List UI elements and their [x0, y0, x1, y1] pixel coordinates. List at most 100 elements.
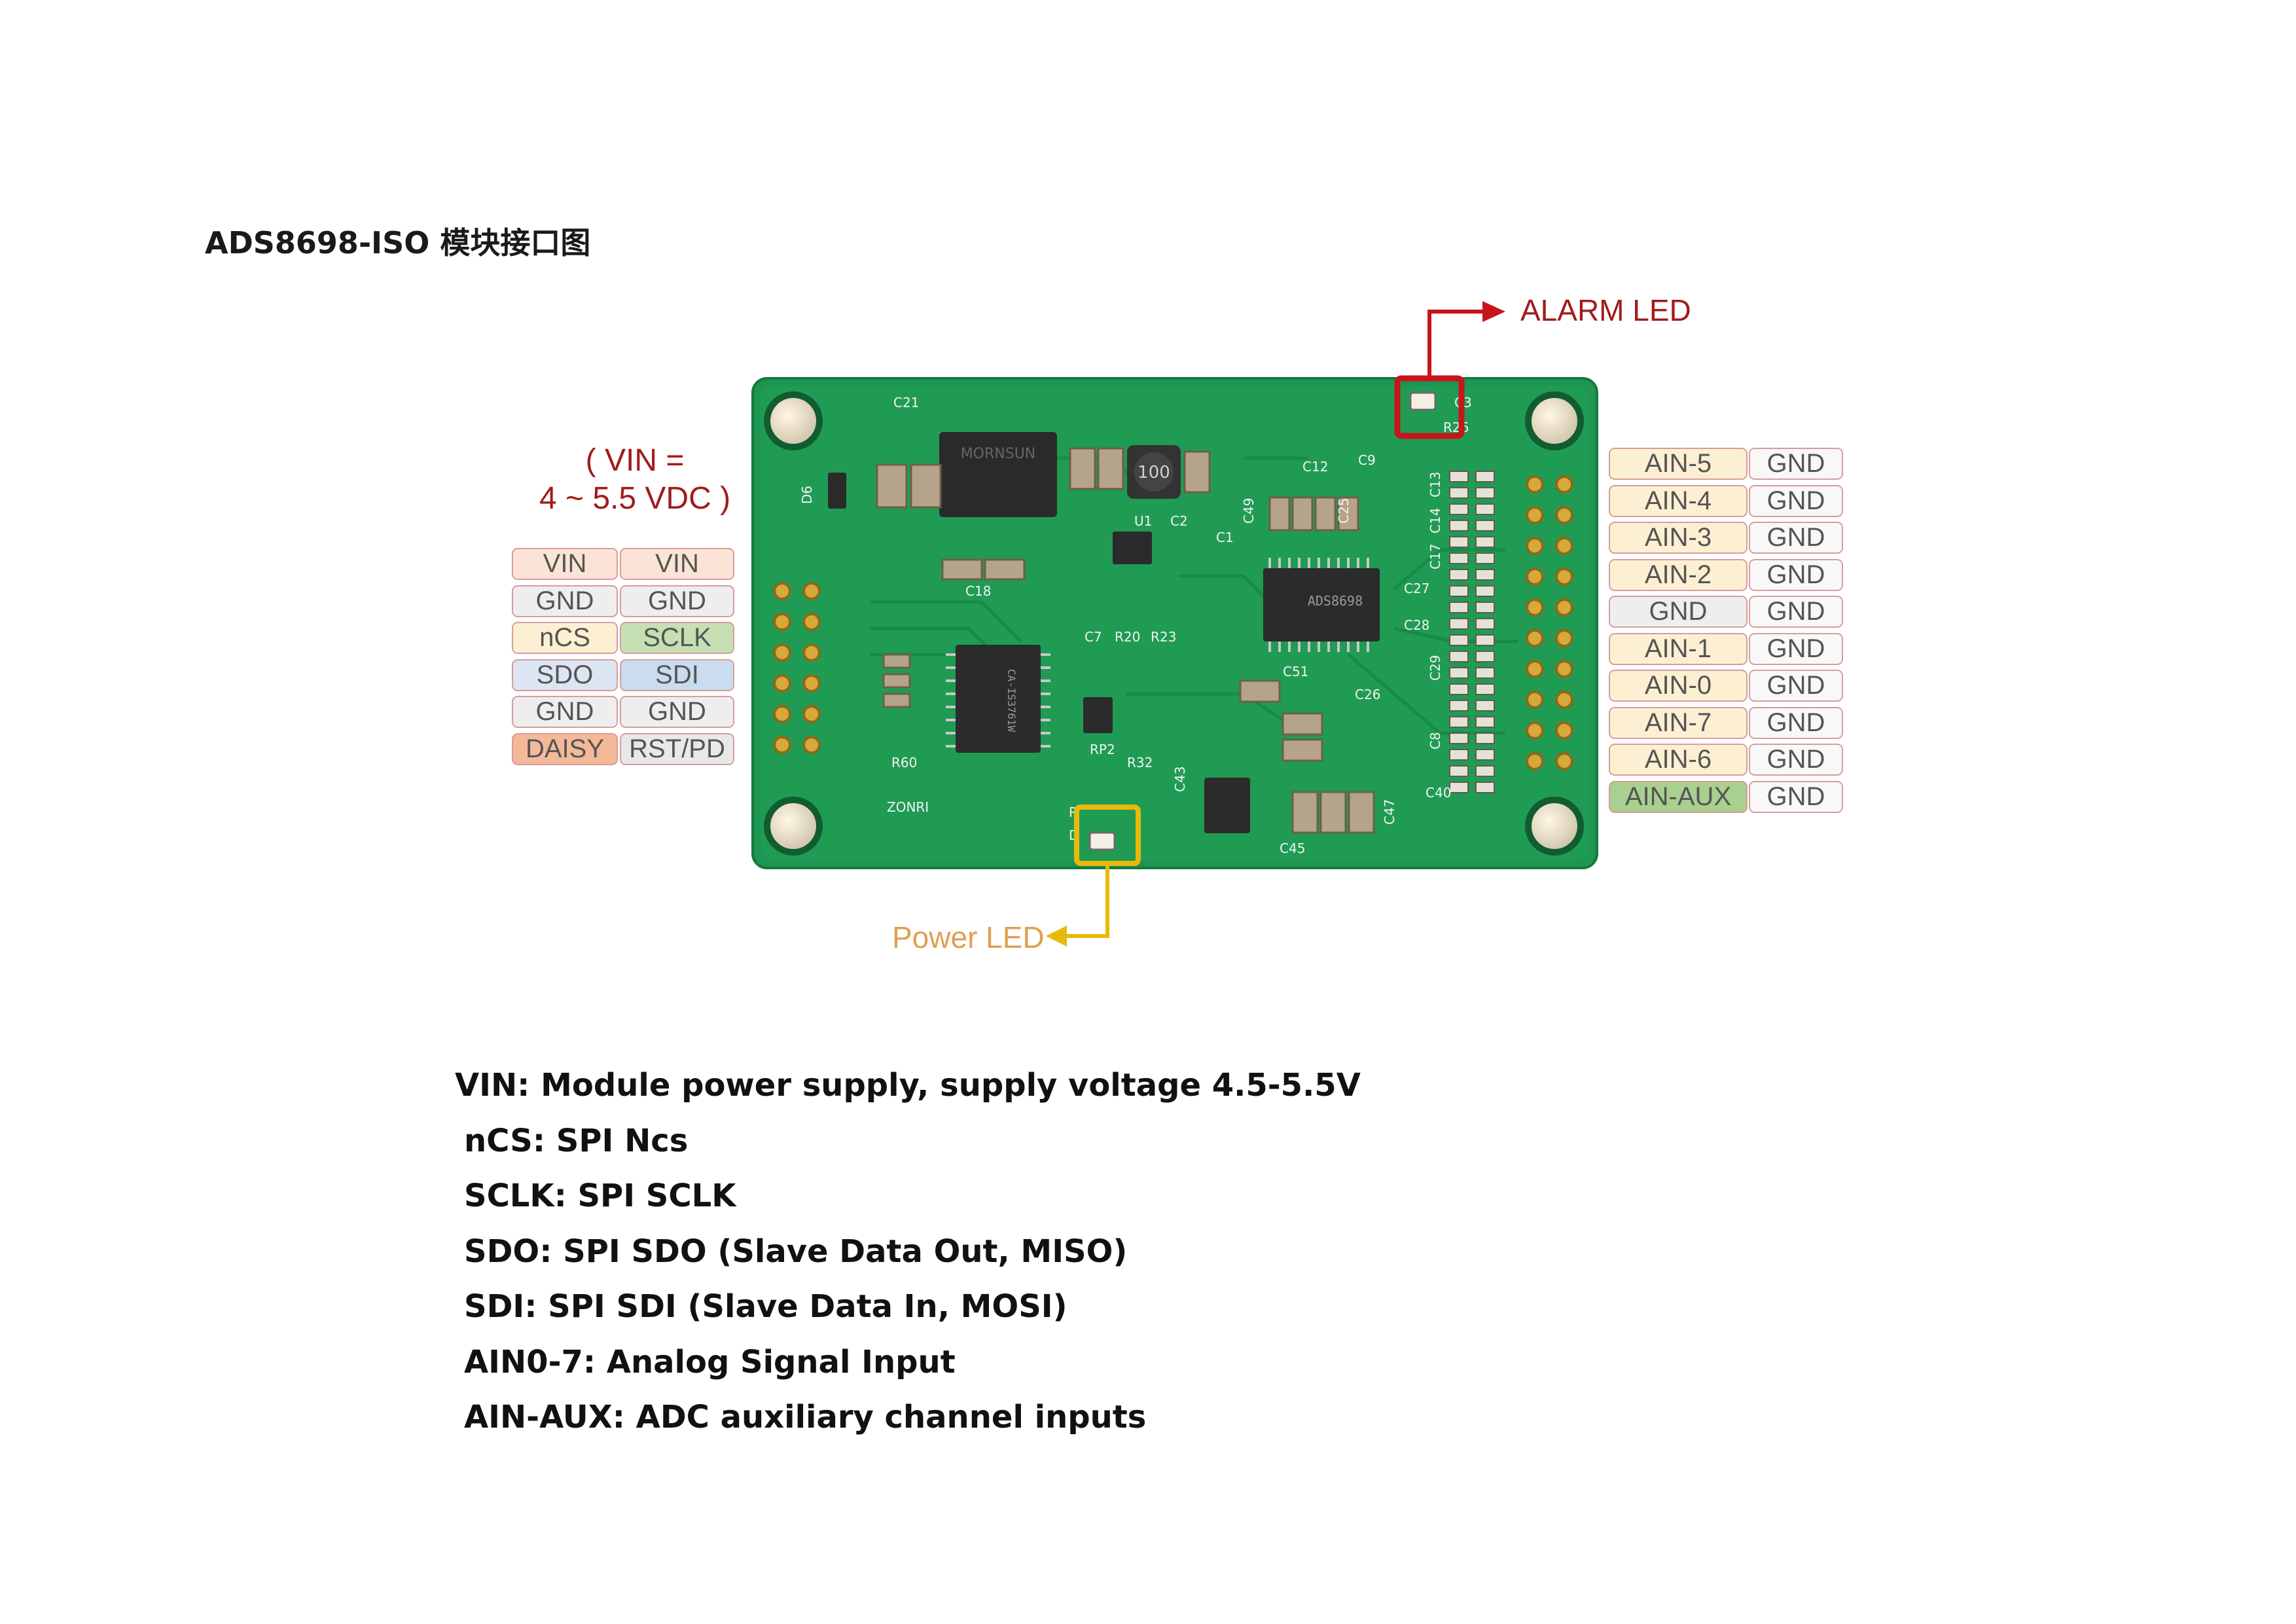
pin-label: GND	[620, 696, 734, 728]
capacitors	[876, 447, 1375, 834]
passive-column	[1449, 471, 1495, 793]
pin-label: SDO	[512, 659, 618, 691]
pin-label: AIN-5	[1609, 448, 1748, 480]
power-arrowhead	[1046, 926, 1067, 947]
alarm-arrowhead	[1482, 301, 1505, 322]
description-line: AIN0-7: Analog Signal Input	[464, 1343, 956, 1380]
svg-text:U1: U1	[1134, 513, 1152, 529]
alarm-led-pointer	[1427, 310, 1486, 378]
svg-text:C12: C12	[1302, 459, 1328, 475]
pin-label: SDI	[620, 659, 734, 691]
isolator-chip	[956, 645, 1041, 753]
svg-text:ZONRI: ZONRI	[887, 799, 929, 815]
description-line: SCLK: SPI SCLK	[464, 1178, 736, 1214]
pin-label: AIN-6	[1609, 744, 1748, 776]
svg-text:C13: C13	[1427, 472, 1443, 497]
pin-label: GND	[512, 585, 618, 617]
pin-label: GND	[512, 696, 618, 728]
svg-text:100: 100	[1138, 463, 1170, 482]
pin-label: AIN-AUX	[1609, 780, 1748, 813]
svg-text:C1: C1	[1216, 530, 1234, 545]
right-header-holes	[1526, 475, 1573, 770]
pin-label: GND	[1749, 596, 1843, 628]
svg-text:C25: C25	[1336, 498, 1352, 524]
pin-label: GND	[1749, 706, 1843, 739]
pin-label: GND	[1749, 522, 1843, 554]
pin-label: GND	[620, 585, 734, 617]
svg-text:R23: R23	[1151, 629, 1176, 645]
svg-text:C21: C21	[893, 395, 919, 410]
svg-text:C9: C9	[1358, 452, 1376, 468]
power-led-pointer	[1060, 863, 1109, 938]
left-header-holes	[773, 582, 821, 754]
svg-text:C29: C29	[1427, 655, 1443, 681]
vin-voltage-note: ( VIN = 4 ~ 5.5 VDC )	[517, 442, 753, 518]
description-line: SDO: SPI SDO (Slave Data Out, MISO)	[464, 1233, 1128, 1270]
standoff-bottom-left	[764, 797, 823, 856]
svg-text:RP2: RP2	[1090, 742, 1115, 757]
pin-label: nCS	[512, 622, 618, 654]
pin-label: GND	[1749, 670, 1843, 702]
standoff-top-left	[764, 391, 823, 450]
svg-text:C18: C18	[965, 583, 991, 599]
description-line: SDI: SPI SDI (Slave Data In, MOSI)	[464, 1288, 1067, 1325]
svg-text:C7: C7	[1085, 629, 1102, 645]
power-led-label: Power LED	[892, 920, 1045, 954]
standoff-top-right	[1525, 391, 1584, 450]
svg-text:C45: C45	[1280, 840, 1305, 856]
svg-text:C17: C17	[1427, 544, 1443, 569]
svg-text:C40: C40	[1426, 785, 1451, 801]
svg-text:C43: C43	[1172, 767, 1188, 792]
pin-label: SCLK	[620, 622, 734, 654]
description-line: VIN: Module power supply, supply voltage…	[455, 1067, 1361, 1104]
pin-label: DAISY	[512, 732, 618, 765]
pin-label: RST/PD	[620, 732, 734, 765]
description-line: nCS: SPI Ncs	[464, 1122, 689, 1159]
small-chip	[1204, 778, 1250, 833]
svg-text:D6: D6	[799, 486, 815, 504]
pin-label: VIN	[620, 548, 734, 580]
pin-label: AIN-0	[1609, 670, 1748, 702]
power-led	[1088, 831, 1116, 851]
svg-text:R60: R60	[891, 755, 917, 770]
svg-text:C28: C28	[1404, 617, 1429, 633]
dcdc-module	[939, 432, 1057, 517]
small-chip	[828, 473, 846, 509]
pin-label: AIN-4	[1609, 484, 1748, 517]
silkscreen-labels: C21 D6 C18 U1 C2 C1 C49 C25 C12 C9 C3 R2…	[799, 395, 1472, 856]
pin-label: GND	[1749, 744, 1843, 776]
pin-label: GND	[1749, 484, 1843, 517]
vin-note-line1: ( VIN =	[585, 443, 685, 478]
pin-label: GND	[1749, 780, 1843, 813]
description-line: AIN-AUX: ADC auxiliary channel inputs	[464, 1399, 1147, 1435]
svg-text:MORNSUN: MORNSUN	[961, 446, 1036, 462]
pin-label: AIN-3	[1609, 522, 1748, 554]
svg-text:C14: C14	[1427, 508, 1443, 533]
svg-text:C2: C2	[1170, 513, 1188, 529]
small-chip	[1113, 532, 1152, 564]
svg-text:C8: C8	[1427, 732, 1443, 749]
svg-text:C49: C49	[1241, 498, 1257, 524]
page-title: ADS8698-ISO 模块接口图	[205, 225, 591, 261]
pin-label: GND	[1749, 632, 1843, 665]
adc-chip	[1263, 568, 1380, 641]
pin-label: GND	[1609, 596, 1748, 628]
svg-text:CA-IS3761W: CA-IS3761W	[1005, 669, 1018, 732]
pin-label: AIN-1	[1609, 632, 1748, 665]
svg-text:R20: R20	[1115, 629, 1140, 645]
pin-label: GND	[1749, 558, 1843, 591]
standoff-bottom-right	[1525, 797, 1584, 856]
svg-text:ADS8698: ADS8698	[1308, 593, 1363, 609]
svg-text:C47: C47	[1382, 799, 1397, 825]
alarm-led	[1409, 391, 1437, 411]
vin-note-line2: 4 ~ 5.5 VDC )	[539, 481, 731, 516]
svg-text:R26: R26	[1443, 420, 1469, 435]
alarm-led-label: ALARM LED	[1520, 293, 1691, 327]
pin-label: GND	[1749, 448, 1843, 480]
svg-text:C51: C51	[1283, 664, 1308, 679]
svg-text:R32: R32	[1127, 755, 1153, 770]
pin-label: VIN	[512, 548, 618, 580]
svg-text:C26: C26	[1355, 687, 1380, 702]
small-chip	[1083, 697, 1113, 733]
